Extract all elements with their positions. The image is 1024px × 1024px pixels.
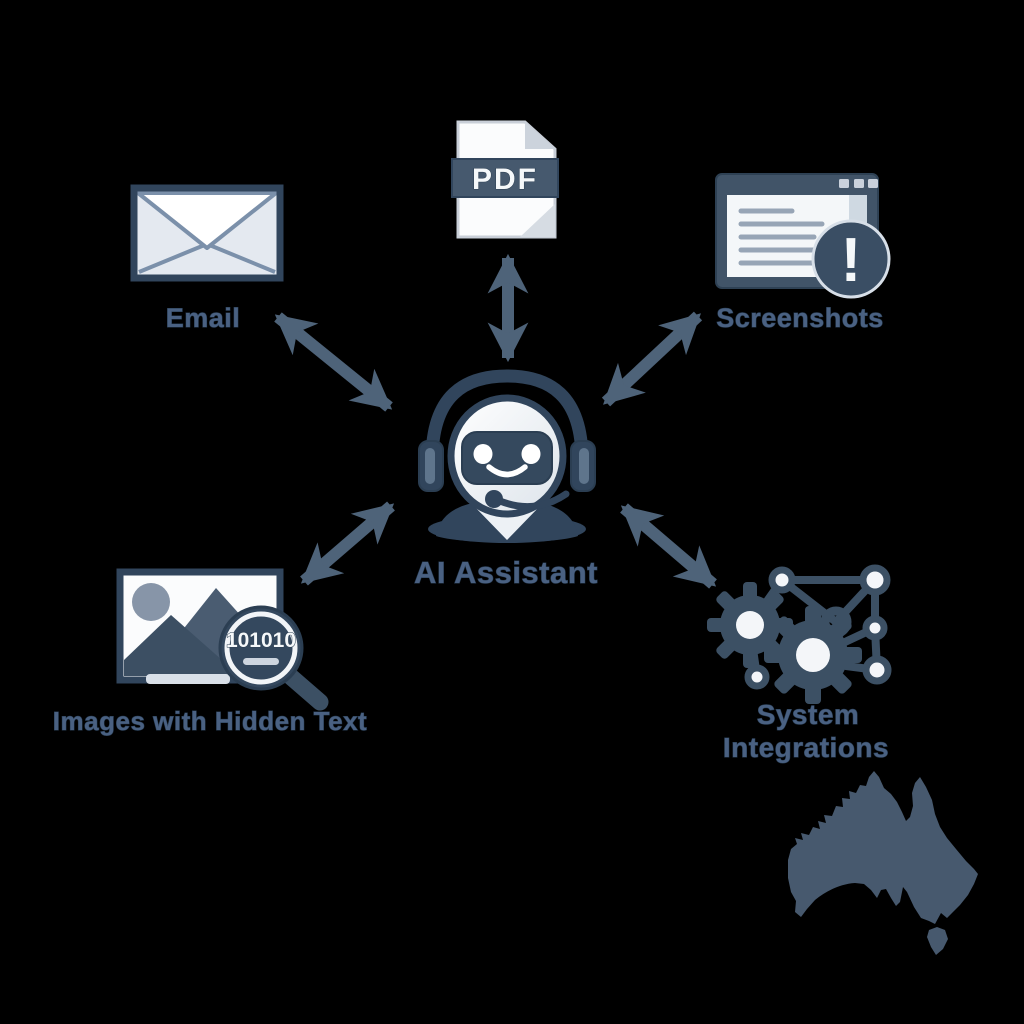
envelope-icon [130, 184, 284, 282]
magnifier-icon: 101010 [218, 605, 329, 711]
screenshots-label: Screenshots [716, 303, 884, 333]
magnifier-handle [281, 667, 329, 711]
tasmania [927, 927, 948, 955]
headband [425, 369, 589, 467]
network-nodes [744, 564, 892, 690]
mountain-small [124, 615, 240, 676]
window-controls [839, 179, 878, 188]
robot-smile [486, 464, 528, 478]
gears-network-icon [707, 564, 892, 704]
arrow-email-center [274, 312, 393, 412]
arrow-center-systemintegrations [620, 503, 717, 589]
mic-tip [485, 490, 503, 508]
system-integrations-label-line1: System [757, 699, 860, 730]
text-lines [738, 208, 825, 266]
alert-glyph: ! [841, 226, 862, 295]
ai-assistant-label: AI Assistant [414, 555, 598, 590]
node-email: Email [130, 184, 284, 334]
images-hidden-text-label: Images with Hidden Text [53, 706, 367, 736]
node-pdf: PDF [451, 120, 559, 239]
image-magnifier-binary-icon: 101010 [116, 568, 329, 711]
binary-text: 101010 [226, 629, 296, 652]
binary-underline [243, 658, 279, 665]
earcup-right-pad [579, 448, 589, 484]
australia-map-silhouette [788, 771, 978, 955]
sun-icon [132, 583, 170, 621]
robot-headset-icon [418, 369, 596, 543]
arrow-screenshots-center [601, 311, 703, 407]
node-screenshots: ! Screenshots [715, 173, 891, 334]
australia-mainland [788, 771, 978, 924]
node-images-hidden-text: 101010 Images with Hidden Text [52, 568, 367, 737]
arrow-images-center [300, 501, 395, 586]
robot-eye-left [473, 444, 493, 464]
email-label: Email [166, 303, 241, 333]
browser-window-alert-icon: ! [715, 173, 891, 299]
pdf-band [451, 158, 559, 198]
frame-stand-bar [146, 674, 230, 684]
pdf-document-icon: PDF [451, 120, 559, 239]
system-integrations-label-line2: Integrations [723, 732, 889, 763]
node-system-integrations: System Integrations [707, 564, 892, 764]
robot-eye-right [521, 444, 541, 464]
page-fold-bottom [520, 204, 555, 237]
page-fold-top [525, 122, 555, 149]
alert-badge-icon: ! [811, 219, 891, 299]
earcup-left-pad [425, 448, 435, 484]
node-ai-assistant: AI Assistant [413, 369, 598, 591]
connector-arrows [274, 253, 717, 589]
ring-node [820, 606, 852, 638]
pdf-badge-text: PDF [472, 163, 538, 196]
gear-large-icon [764, 606, 862, 704]
mic-boom [496, 490, 570, 511]
gear-small-icon [707, 582, 793, 668]
